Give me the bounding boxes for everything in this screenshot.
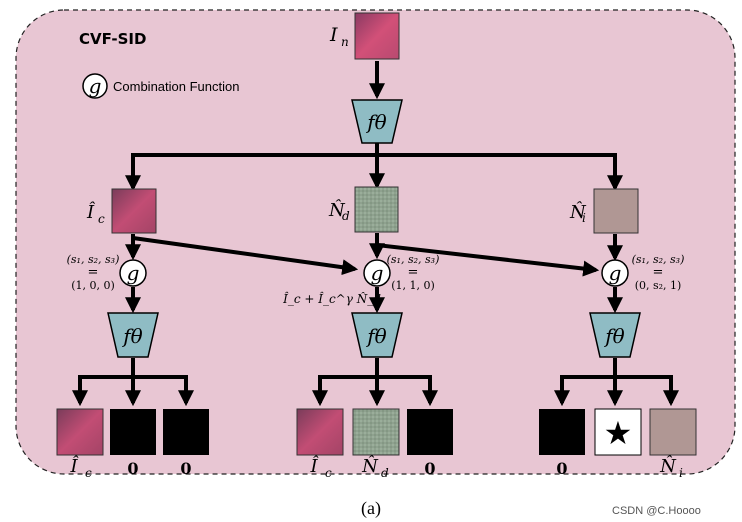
svg-text:(s₁, s₂, s₃): (s₁, s₂, s₃) [632, 253, 685, 266]
input-noisy-image: I n [329, 12, 400, 60]
estimate-indep-subscript: i [582, 211, 586, 225]
combination-node-middle: g [363, 259, 391, 287]
estimate-clean-label: Î [86, 200, 96, 223]
estimate-dep-subscript: d [342, 209, 350, 223]
legend-label: Combination Function [113, 79, 239, 94]
svg-text:(0, s₂, 1): (0, s₂, 1) [635, 279, 682, 292]
svg-text:𝟎: 𝟎 [180, 459, 191, 478]
svg-text:c: c [325, 466, 332, 480]
combination-node-right: g [601, 259, 629, 287]
svg-text:c: c [85, 466, 92, 480]
svg-text:𝟎: 𝟎 [556, 459, 567, 478]
s-config-middle: (s₁, s₂, s₃) = (1, 1, 0) [387, 253, 440, 292]
output-right-1: 𝟎 [539, 409, 585, 478]
svg-text:Î: Î [69, 454, 79, 477]
estimate-indep-label: N̂ [569, 201, 587, 223]
input-subscript: n [341, 35, 349, 49]
network-right: fθ [589, 312, 641, 358]
svg-text:i: i [679, 466, 683, 480]
output-right-2: ★ [594, 408, 642, 456]
svg-text:g: g [371, 261, 384, 285]
watermark: CSDN @C.Hoooo [612, 505, 701, 517]
output-middle-2: N̂ d [352, 408, 400, 480]
connectors [72, 61, 679, 407]
output-middle-1: Î c [296, 408, 344, 480]
svg-text:=: = [88, 265, 99, 280]
output-middle-3: 𝟎 [407, 409, 453, 478]
network-top: fθ [351, 99, 403, 144]
svg-text:𝟎: 𝟎 [424, 459, 435, 478]
network-top-label: fθ [365, 110, 386, 134]
figure-caption: (a) [361, 498, 381, 519]
estimate-dep-label: N̂ [328, 199, 346, 221]
svg-text:=: = [653, 265, 664, 280]
combination-expression: Î_c + Î_c^γ N̂_d [282, 291, 381, 306]
output-left-3: 𝟎 [163, 409, 209, 478]
svg-text:(1, 1, 0): (1, 1, 0) [391, 279, 435, 292]
output-left-2: 𝟎 [110, 409, 156, 478]
svg-text:g: g [127, 261, 140, 285]
legend: g Combination Function [82, 73, 239, 99]
s-config-right: (s₁, s₂, s₃) = (0, s₂, 1) [632, 253, 685, 292]
diagram-title: CVF-SID [79, 30, 146, 48]
svg-text:fθ: fθ [603, 324, 624, 348]
svg-text:(1, 0, 0): (1, 0, 0) [71, 279, 115, 292]
network-left: fθ [107, 312, 159, 358]
svg-text:N̂: N̂ [361, 455, 379, 477]
output-right-3: N̂ i [649, 408, 697, 480]
network-middle: fθ [351, 312, 403, 358]
svg-text:fθ: fθ [121, 324, 142, 348]
svg-text:d: d [381, 466, 389, 480]
legend-symbol-text: g [89, 74, 102, 98]
input-label: I [329, 24, 338, 46]
svg-text:(s₁, s₂, s₃): (s₁, s₂, s₃) [387, 253, 440, 266]
svg-text:N̂: N̂ [659, 455, 677, 477]
svg-text:𝟎: 𝟎 [127, 459, 138, 478]
estimate-clean: Î c [86, 188, 157, 234]
legend-g-symbol-icon [82, 73, 108, 99]
estimate-independent-noise: N̂ i [569, 188, 639, 234]
svg-text:(s₁, s₂, s₃): (s₁, s₂, s₃) [67, 253, 120, 266]
estimate-dependent-noise: N̂ d [328, 186, 399, 233]
output-left-1: Î c [56, 408, 104, 480]
svg-text:g: g [609, 261, 622, 285]
svg-text:=: = [408, 265, 419, 280]
star-icon: ★ [604, 414, 633, 452]
estimate-clean-subscript: c [98, 212, 105, 226]
combination-node-left: g [119, 259, 147, 287]
svg-text:fθ: fθ [365, 324, 386, 348]
svg-text:Î: Î [309, 454, 319, 477]
s-config-left: (s₁, s₂, s₃) = (1, 0, 0) [67, 253, 120, 292]
